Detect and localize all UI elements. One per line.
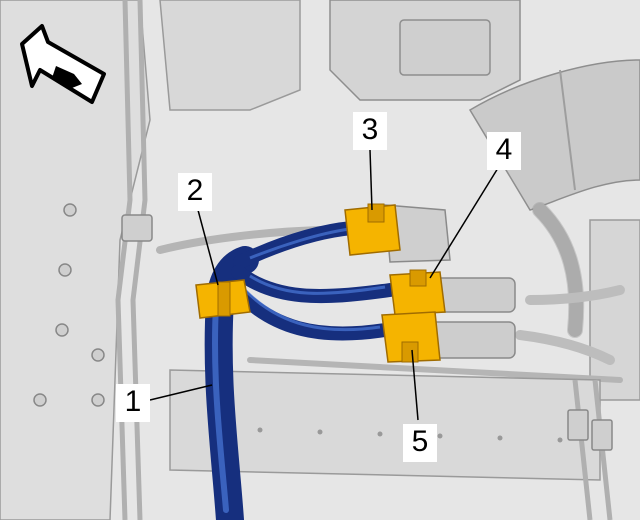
hose-branch-4 [231,265,397,304]
callout-4: 4 [487,132,521,170]
rail-rivet [557,437,563,443]
panel-bolt [33,393,47,407]
quick-connector-5 [381,311,441,363]
hard-line-right [525,285,625,305]
coolant-pipe-outline [532,202,585,338]
rail-rivet [497,435,503,441]
hard-line-upper [156,226,324,254]
hose-branch-highlight [249,274,386,295]
leader-line-4 [429,167,499,279]
rail-rivet [257,427,263,433]
left-body-panel [0,0,151,520]
leader-line-3 [369,149,373,211]
intake-duct-ridge [559,69,576,191]
panel-bolt [91,348,105,362]
rail-rivet [437,433,443,439]
connector-4-tube [434,277,516,313]
callout-2: 2 [178,173,212,211]
connector-5-tube [429,321,516,359]
hard-line-lower [247,357,623,383]
leader-line-5 [411,349,419,421]
panel-bolt [91,393,105,407]
brake-line-right [572,379,593,520]
vehicle-front-arrow-icon [20,24,106,104]
quick-connector-4-latch [409,269,427,287]
module-connector [399,19,491,76]
hard-line-right-lower [515,330,615,365]
quick-connector-5-latch [401,341,419,363]
panel-bolt [63,203,77,217]
lower-rail [169,369,601,481]
rail-rivet [377,431,383,437]
hose-branch-highlight [243,288,381,332]
coolant-pipe [533,203,584,337]
leader-line-1 [149,384,213,401]
callout-5: 5 [403,424,437,462]
hose-clip-2-tab [217,281,231,317]
firewall-panel [159,0,301,111]
arrow-shape [20,24,106,104]
callout-1: 1 [116,384,150,422]
line-fitting [591,419,613,451]
rail-rivet [317,429,323,435]
coolant-hose-main-highlight [212,302,229,513]
quick-connector-3-latch [367,203,385,223]
hose-branch-highlight [249,227,351,260]
panel-bolt [58,263,72,277]
line-clamp [121,214,153,242]
callout-3: 3 [353,112,387,150]
car-glyph [52,66,82,88]
right-bracket [589,219,640,401]
line-fitting [567,409,589,441]
leader-line-2 [197,209,219,286]
panel-bolt [55,323,69,337]
coolant-hose-main [204,246,259,520]
